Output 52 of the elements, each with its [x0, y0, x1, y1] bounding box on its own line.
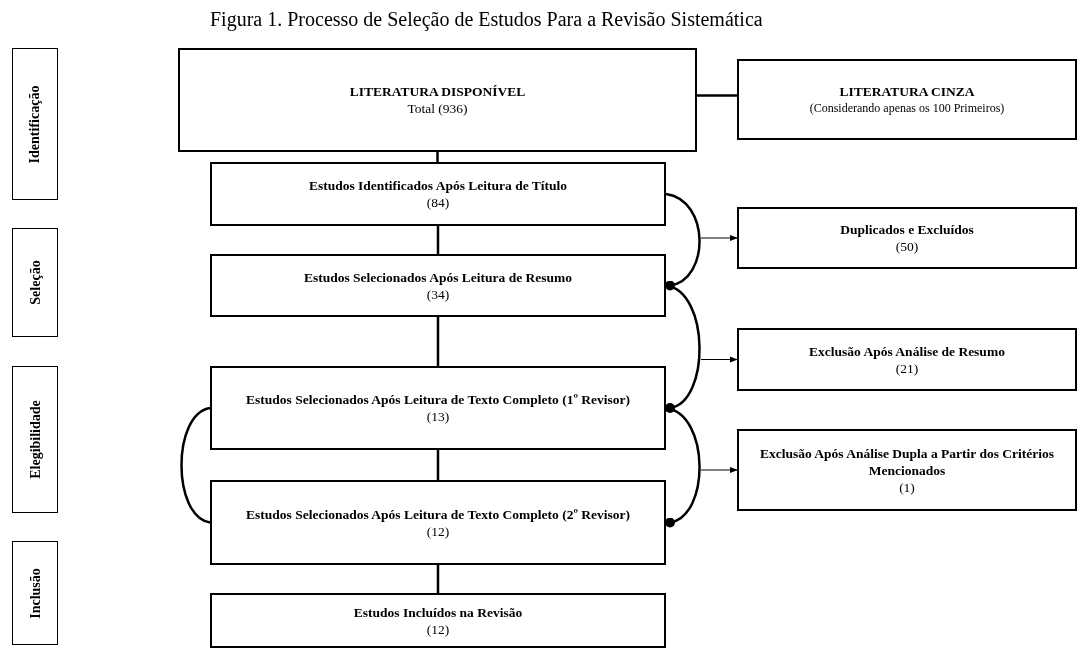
- box-count: Total (936): [407, 100, 468, 117]
- box-heading: Estudos Incluídos na Revisão: [353, 603, 523, 621]
- box-heading: Exclusão Após Análise de Resumo: [809, 342, 1005, 360]
- process-box: [210, 254, 666, 317]
- box-heading: Estudos Identificados Após Leitura de Título: [308, 177, 568, 194]
- connector-line: [436, 317, 440, 366]
- box-count: (Considerando apenas os 100 Primeiros): [809, 100, 1005, 116]
- box-heading: Estudos Selecionados Após Leitura de Resumo: [303, 268, 573, 286]
- process-box: [210, 480, 666, 565]
- box-heading: LITERATURA DISPONÍVEL: [349, 83, 526, 100]
- stage-box: [12, 228, 58, 337]
- stage-box: [12, 48, 58, 200]
- process-box: [737, 328, 1077, 391]
- stage-box: [12, 366, 58, 513]
- connector-line: [697, 94, 737, 97]
- box-count: (1): [899, 478, 915, 496]
- box-heading: LITERATURA CINZA: [839, 83, 975, 100]
- process-box: [210, 593, 666, 648]
- figure-title: Figura 1. Processo de Seleção de Estudos Para a Revisão Sistemática: [210, 8, 763, 30]
- connector-line: [436, 565, 440, 593]
- box-count: (12): [426, 620, 450, 638]
- box-count: (13): [426, 408, 450, 425]
- arrow: [700, 466, 738, 474]
- connector-line: [180, 406, 211, 524]
- connector-line: [665, 284, 701, 413]
- arrow: [700, 356, 738, 363]
- connector-line: [665, 406, 701, 528]
- stage-label: Elegibilidade: [26, 400, 44, 479]
- process-box: [210, 366, 666, 450]
- process-box: [737, 207, 1077, 269]
- connector-line: [436, 152, 439, 162]
- arrow: [700, 234, 738, 242]
- stage-label: Identificação: [26, 85, 44, 163]
- box-count: (84): [426, 194, 450, 211]
- box-heading: Estudos Selecionados Após Leitura de Texto Completo (2º Revisor): [246, 505, 630, 523]
- box-count: (34): [426, 285, 450, 303]
- box-heading: Duplicados e Excluídos: [840, 221, 974, 238]
- box-count: (50): [895, 238, 919, 255]
- connector-line: [436, 226, 440, 254]
- stage-box: [12, 541, 58, 645]
- stage-label: Seleção: [26, 260, 44, 305]
- box-heading: Exclusão Após Análise Dupla a Partir dos Critérios Mencionados: [758, 444, 1056, 479]
- box-count: (21): [895, 359, 919, 377]
- process-box: [737, 429, 1077, 511]
- box-count: (12): [426, 522, 450, 540]
- stage-label: Inclusão: [26, 567, 44, 619]
- box-heading: Estudos Selecionados Após Leitura de Texto Completo (1º Revisor): [246, 391, 630, 408]
- process-box: [178, 48, 697, 152]
- connector-line: [436, 450, 440, 480]
- process-box: [737, 59, 1077, 140]
- process-box: [210, 162, 666, 226]
- connector-line: [665, 192, 701, 291]
